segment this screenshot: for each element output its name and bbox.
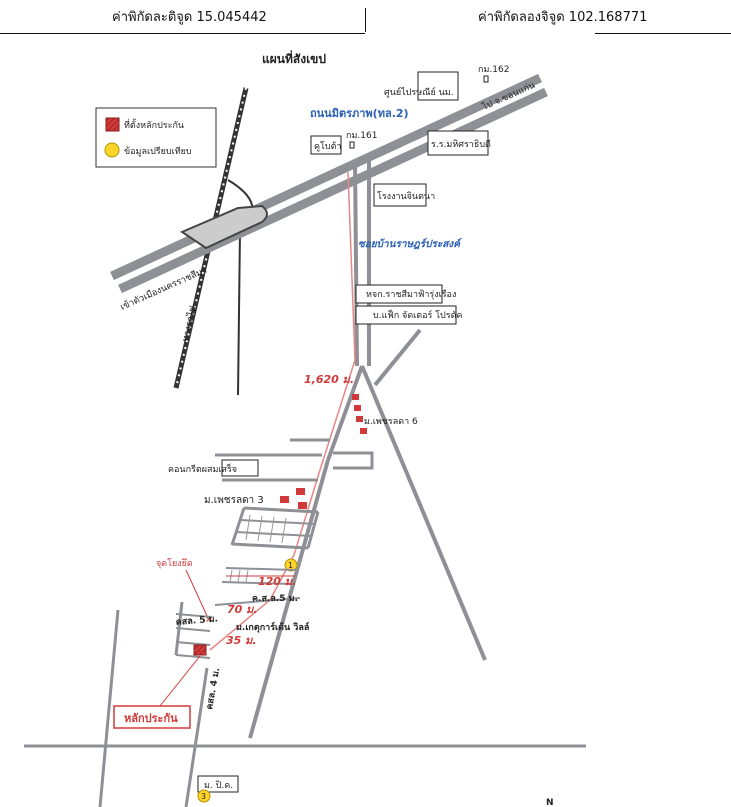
distance-70: 70 ม. [227,603,258,616]
mittraphap-road-label: ถนนมิตรภาพ(ทล.2) [310,107,409,120]
collateral-callout-box [113,705,191,729]
checkpoint-mark: × [205,615,213,625]
railway-label: ทางรถไฟ [180,305,198,343]
post-center-label: ศูนย์ไปรษณีย์ นม. [384,86,454,98]
legend-collateral: ที่ตั้งหลักประกัน [124,118,184,131]
ks-road-label: ค.ส.ล.5 ม. [252,594,298,604]
ks-road2-label: คสล. 5 ม. [175,614,218,628]
kubota-label: คูโบต้า [314,141,341,152]
collateral-leader [159,655,201,707]
condo-label: คอนกรีตผสมเสร็จ [168,462,237,475]
latitude-label: ค่าพิกัดละติจูด 15.045442 [112,10,267,25]
collateral-callout-label: หลักประกัน [124,712,178,725]
mpk-label: ม. ปิ.ค. [204,780,233,791]
factory2-label: บ.แฟ็ก จัดเตอร์ โปรดัค [373,308,462,321]
factory2-box [355,305,457,325]
map-legend: ที่ตั้งหลักประกัน ข้อมูลเปรียบเทียบ [95,107,217,168]
distance-120: 120 ม. [258,575,296,588]
ks-road3-label: คสล. 4 ม. [205,667,222,710]
longitude-label: ค่าพิกัดลองจิจูด 102.168771 [478,10,648,25]
bottom-roads [24,609,586,807]
kaset-block [214,567,301,606]
distance-1620: 1,620 ม. [304,373,354,386]
mittraphap-road [110,73,548,294]
header-rule-left [0,33,365,34]
side-roads [215,438,374,482]
phet3-label: ม.เพชรลดา 3 [204,495,264,506]
km162-marker [483,75,489,83]
collateral-legend-swatch [105,117,120,132]
mpk-box [197,775,239,793]
phet3-houses [280,488,307,509]
comparable-3-marker [197,789,211,803]
soi-road [353,159,371,367]
phet6-houses [352,394,367,434]
collateral-marker [193,644,207,656]
collateral-block [174,601,213,659]
legend-comparable: ข้อมูลเปรียบเทียบ [124,146,192,157]
kubota-box [310,135,342,155]
checkpoint-label: จุดโยงยึด [156,558,193,569]
soi-road-label: ซอยบ้านราษฎร์ประสงค์ [358,238,463,250]
school-label: ร.ร.มหิศราธิบดี [431,139,491,150]
comparable-legend-swatch [104,142,120,158]
km162-label: กม.162 [478,65,509,75]
factory-label: โรงงานจินตนา [377,191,435,202]
school-box [427,130,489,156]
comparable-3-number: 3 [201,792,206,801]
header-divider [365,8,366,32]
hj-shop-label: หจก.ราชสีมาฟ้ารุ่งเรือง [366,289,456,300]
comparable-1-number: 1 [288,561,293,570]
coordinate-header: ค่าพิกัดละติจูด 15.045442 ค่าพิกัดลองจิจ… [0,0,731,34]
phet6-label: ม.เพชรลดา 6 [364,417,418,427]
kaset-label: ม.เกตุการ์เด้น วิลล์ [236,621,309,633]
map-title: แผนที่สังเขป [262,50,326,66]
km161-marker [349,141,355,149]
comparable-1-marker [284,558,298,572]
header-rule-right [595,33,731,34]
factory-box [373,183,427,207]
distance-35: 35 ม. [226,634,257,647]
condo-box [221,459,259,477]
north-arrow-label: N [546,798,554,807]
hj-shop-box [355,284,443,304]
phet3-block [230,506,320,550]
checkpoint-leader [185,569,209,619]
km161-label: กม.161 [346,131,377,141]
post-center-box [417,71,459,101]
overpass [179,204,268,250]
